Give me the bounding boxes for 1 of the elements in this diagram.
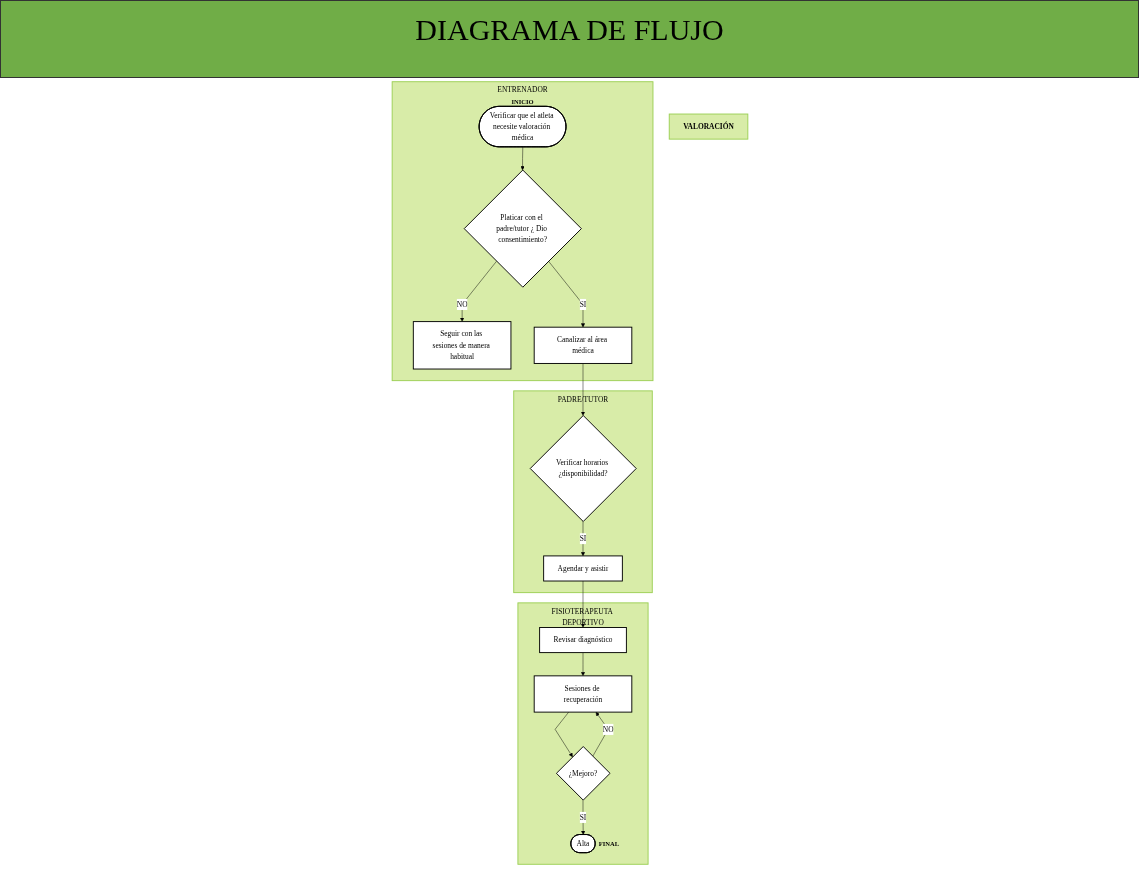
diagram-title: DIAGRAMA DE FLUJO bbox=[0, 0, 1139, 78]
